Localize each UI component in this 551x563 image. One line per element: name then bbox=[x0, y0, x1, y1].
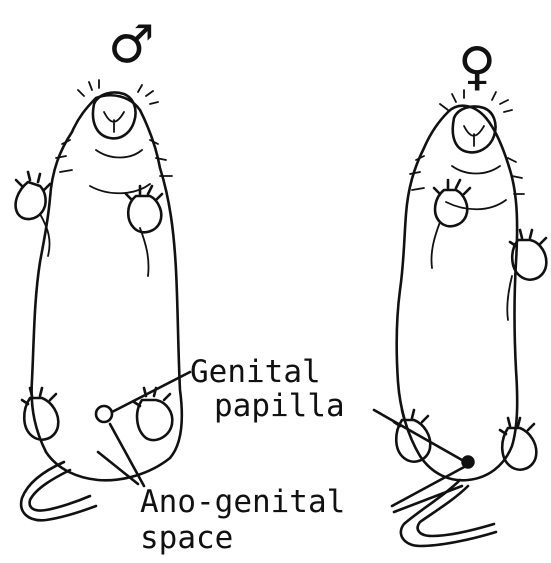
male-mouth bbox=[104, 112, 124, 132]
male-symbol: ♂ bbox=[108, 15, 155, 75]
female-hind-foot-right bbox=[500, 418, 536, 470]
label-genital-line2: papilla bbox=[214, 388, 345, 424]
female-body-outline bbox=[397, 106, 518, 481]
male-front-paw-left bbox=[16, 172, 50, 219]
male-genital-papilla bbox=[96, 406, 112, 422]
male-arms bbox=[40, 214, 149, 276]
female-mouse bbox=[394, 90, 546, 546]
label-ano-line1: Ano-genital bbox=[140, 484, 345, 520]
label-ano-line2: space bbox=[140, 520, 233, 556]
label-genital-line1: Genital bbox=[190, 354, 321, 390]
leader-genital-male bbox=[112, 372, 190, 412]
female-hind-foot-left bbox=[394, 410, 430, 462]
female-mouth bbox=[464, 126, 484, 146]
female-arms bbox=[431, 222, 512, 320]
male-hind-foot-left bbox=[22, 388, 58, 440]
female-front-paw-left bbox=[434, 180, 470, 226]
female-symbol: ♀ bbox=[458, 37, 496, 97]
male-hind-foot-right bbox=[134, 388, 172, 440]
male-tail bbox=[21, 462, 96, 520]
